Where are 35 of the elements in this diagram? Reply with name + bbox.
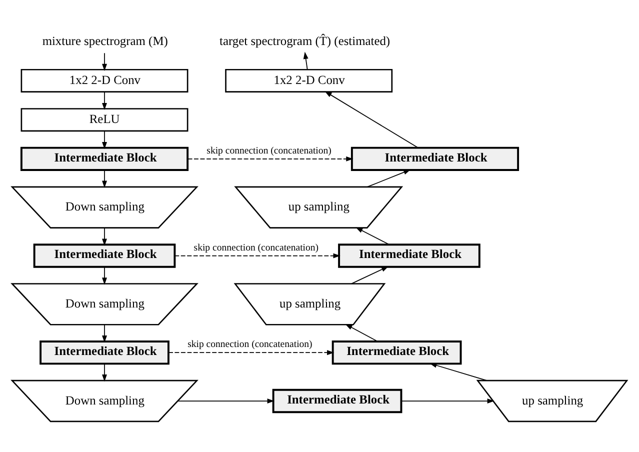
node-box: Intermediate Block bbox=[272, 388, 402, 414]
arrow bbox=[177, 398, 274, 404]
arrow bbox=[367, 170, 411, 188]
arrow bbox=[102, 92, 107, 110]
arrow bbox=[102, 363, 107, 382]
arrow bbox=[303, 52, 308, 70]
arrow bbox=[401, 398, 494, 404]
arrow bbox=[187, 156, 354, 162]
arrow bbox=[102, 324, 107, 343]
arrow bbox=[430, 362, 488, 381]
arrow bbox=[174, 253, 340, 258]
node-text: target spectrogram (T̂) (estimated) bbox=[220, 34, 390, 48]
edge-label: skip connection (concatenation) bbox=[206, 145, 332, 156]
arrow bbox=[351, 266, 389, 284]
arrow bbox=[102, 266, 107, 285]
node-box: ReLU bbox=[20, 108, 188, 132]
node-box: Intermediate Block bbox=[350, 146, 520, 171]
arrow bbox=[356, 227, 390, 245]
node-box: Intermediate Block bbox=[40, 340, 170, 365]
node-box: Intermediate Block bbox=[332, 340, 462, 365]
node-box: 1x2 2-D Conv bbox=[225, 68, 393, 93]
node-box: Intermediate Block bbox=[338, 244, 480, 268]
node-box: 1x2 2-D Conv bbox=[20, 68, 188, 93]
edge-label: skip connection (concatenation) bbox=[194, 242, 319, 254]
arrow bbox=[345, 324, 378, 342]
node-box: Intermediate Block bbox=[20, 146, 189, 171]
node-text: mixture spectrogram (M) bbox=[42, 34, 168, 48]
node-box: Intermediate Block bbox=[33, 244, 176, 268]
arrow bbox=[102, 228, 107, 246]
arrow bbox=[102, 170, 107, 188]
arrow bbox=[102, 52, 107, 71]
edge-label: skip connection (concatenation) bbox=[188, 339, 312, 350]
arrow bbox=[168, 350, 334, 356]
arrow bbox=[102, 130, 107, 150]
arrow bbox=[324, 91, 418, 148]
